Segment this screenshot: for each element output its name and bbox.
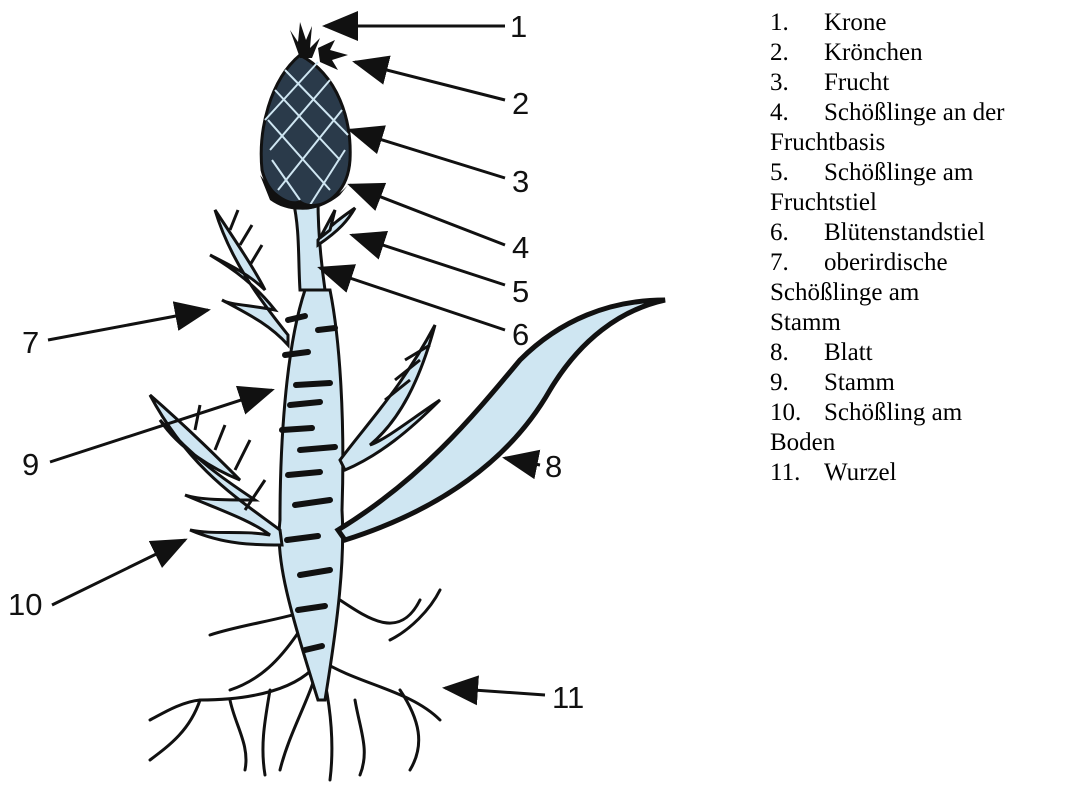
callout-6: 6 xyxy=(512,317,529,352)
legend-item: 8.Blatt xyxy=(770,338,1069,368)
peduncle-shoots xyxy=(318,208,355,245)
callout-5: 5 xyxy=(512,274,529,309)
stem xyxy=(279,290,343,700)
upper-stem-shoot xyxy=(210,210,288,345)
callout-9: 9 xyxy=(22,447,39,482)
legend-item: 3.Frucht xyxy=(770,68,1069,98)
pineapple-fruit xyxy=(260,55,350,210)
legend-item: 6.Blütenstandstiel xyxy=(770,218,1069,248)
callout-4: 4 xyxy=(512,230,529,265)
legend-item: 2.Krönchen xyxy=(770,38,1069,68)
ground-shoot xyxy=(150,395,282,545)
legend-item: 9.Stamm xyxy=(770,368,1069,398)
legend: 1.Krone 2.Krönchen 3.Frucht 4.Schößlinge… xyxy=(770,8,1069,488)
pineapple-plant-diagram: 1 2 3 4 5 6 7 8 9 10 11 xyxy=(0,0,760,785)
legend-item: 11.Wurzel xyxy=(770,458,1069,488)
callout-10: 10 xyxy=(8,587,42,622)
callout-7: 7 xyxy=(22,325,39,360)
callout-3: 3 xyxy=(512,164,529,199)
callout-2: 2 xyxy=(512,86,529,121)
callout-11: 11 xyxy=(552,680,584,715)
callout-8: 8 xyxy=(545,449,562,484)
legend-item: 1.Krone xyxy=(770,8,1069,38)
right-stem-shoot xyxy=(340,325,440,470)
callout-1: 1 xyxy=(510,9,527,44)
